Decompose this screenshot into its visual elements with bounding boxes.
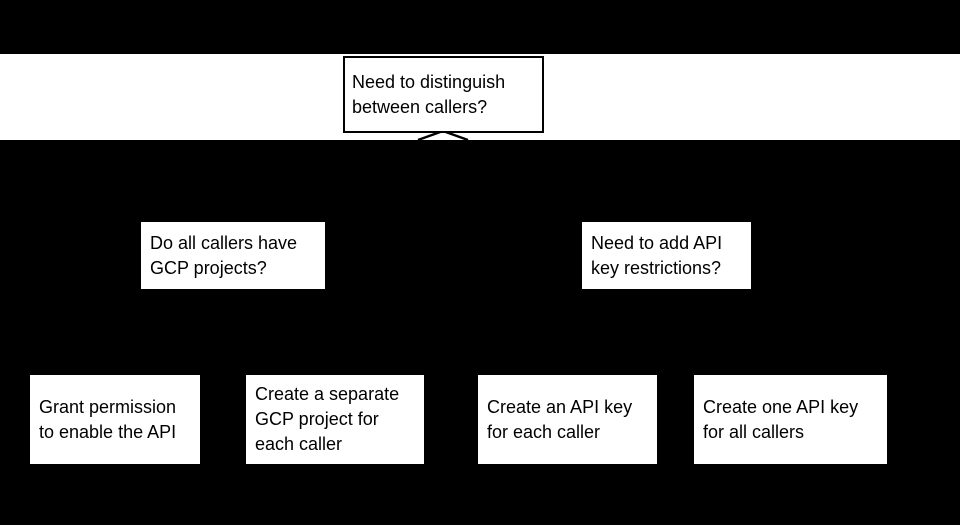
node-text-line: GCP projects? bbox=[150, 257, 267, 278]
node-text-line: Create a separate bbox=[255, 384, 400, 404]
node-text-line: Grant permission bbox=[39, 396, 177, 417]
node-text-line: between callers? bbox=[352, 96, 488, 117]
node-do-callers-have-gcp-projects: Do all callers have GCP projects? bbox=[141, 222, 325, 289]
node-text-line: key restrictions? bbox=[591, 257, 722, 278]
node-text-line: Create an API key bbox=[487, 396, 633, 417]
node-create-separate-gcp-project: Create a separate GCP project for each c… bbox=[246, 375, 424, 464]
node-need-api-key-restrictions: Need to add API key restrictions? bbox=[582, 222, 751, 289]
node-text-line: Need to add API bbox=[591, 232, 723, 253]
node-need-distinguish-callers: Need to distinguish between callers? bbox=[343, 56, 544, 133]
node-text-line: Need to distinguish bbox=[352, 71, 506, 92]
node-create-api-key-each-caller: Create an API key for each caller bbox=[478, 375, 657, 464]
node-text-line: for each caller bbox=[487, 421, 601, 442]
node-text-line: to enable the API bbox=[39, 421, 177, 442]
node-text-line: Do all callers have bbox=[150, 232, 298, 253]
node-text-line: each caller bbox=[255, 434, 343, 454]
node-text-line: for all callers bbox=[703, 421, 805, 442]
node-text-line: Create one API key bbox=[703, 396, 859, 417]
node-grant-permission-enable-api: Grant permission to enable the API bbox=[30, 375, 200, 464]
node-create-one-api-key-all-callers: Create one API key for all callers bbox=[694, 375, 887, 464]
node-text-line: GCP project for bbox=[255, 409, 379, 429]
